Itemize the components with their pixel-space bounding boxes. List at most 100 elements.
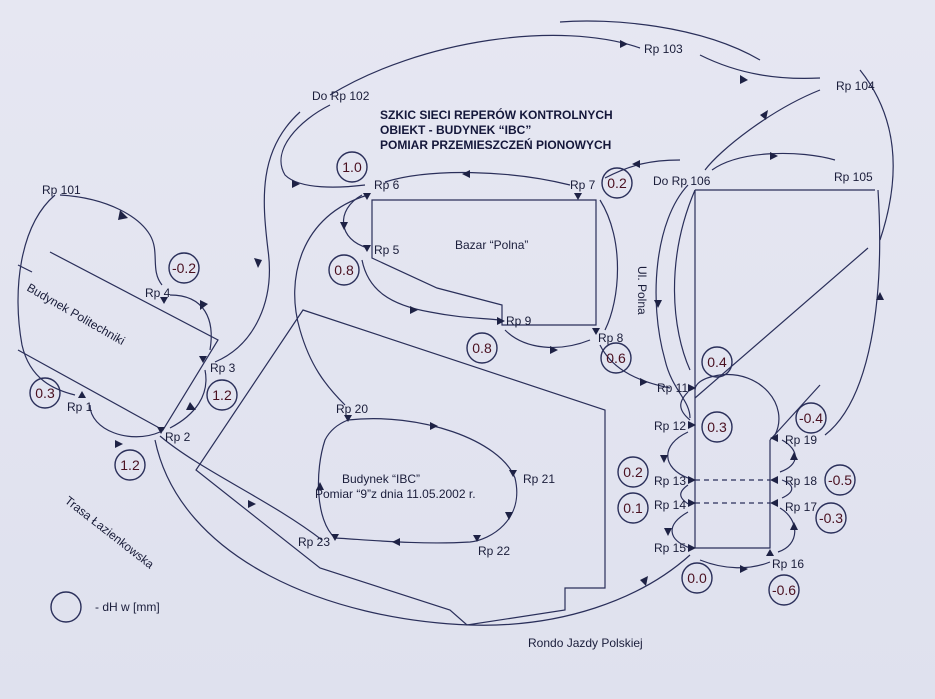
line-106-11 — [673, 189, 696, 371]
label-budynek-ibc: Budynek “IBC” — [342, 472, 420, 486]
marker-rp22 — [473, 535, 481, 542]
label-ul-polna: Ul. Polna — [635, 266, 649, 315]
dh-value-rp18: -0.5 — [828, 472, 852, 488]
marker-rp16 — [766, 549, 774, 556]
line-14-15 — [671, 511, 691, 549]
label-rp2: Rp 2 — [165, 430, 191, 444]
label-rp105: Rp 105 — [834, 170, 873, 184]
dh-circle-rp5 — [328, 254, 360, 286]
arrow-12-13 — [660, 455, 668, 463]
line-103-top — [559, 20, 761, 61]
arrow-rondo — [640, 576, 648, 586]
marker-rp13 — [688, 476, 696, 484]
label-rp11: Rp 11 — [657, 381, 688, 395]
label-rp1: Rp 1 — [67, 400, 93, 414]
arrow-106-7 — [632, 160, 640, 168]
marker-rp5 — [363, 245, 371, 252]
legend-circle — [50, 591, 82, 623]
line-106-12 — [655, 184, 691, 419]
title-line-1: SZKIC SIECI REPERÓW KONTROLNYCH — [380, 107, 613, 122]
arrow-2-23 — [248, 500, 256, 508]
marker-rp11 — [688, 384, 696, 392]
dh-value-rp2: 1.2 — [120, 457, 140, 473]
dh-circle-rp8 — [600, 342, 632, 374]
benchmark-markers — [78, 193, 778, 556]
line-12-13 — [667, 431, 689, 479]
arrow-18-19 — [790, 452, 798, 460]
line-16-17 — [777, 507, 796, 553]
label-rp21: Rp 21 — [523, 472, 555, 486]
line-102-6 — [280, 104, 366, 188]
displacement-markers: -0.2 1.2 0.3 1.2 1.0 0.8 0.8 0.2 0.6 0.4… — [29, 151, 856, 606]
arrow-4-3 — [200, 300, 208, 310]
arrow-21-loop — [505, 512, 513, 520]
arrow-8-11 — [640, 378, 648, 386]
arrow-22-loop — [392, 538, 400, 546]
dh-value-rp7: 0.2 — [607, 175, 627, 191]
line-101-4 — [59, 194, 163, 286]
title-line-3: POMIAR PRZEMIESZCZEŃ PIONOWYCH — [380, 137, 611, 152]
label-politechnika: Budynek Politechniki — [25, 280, 128, 347]
line-9-8 — [504, 329, 591, 349]
line-1-2 — [89, 404, 161, 438]
label-rp22: Rp 22 — [478, 544, 510, 558]
label-pomiar: Pomiar “9”z dnia 11.05.2002 r. — [315, 487, 476, 501]
dh-circle-rp17 — [815, 502, 847, 534]
label-rp12: Rp 12 — [654, 419, 686, 433]
buildings — [17, 189, 875, 626]
dh-value-rp13: 0.2 — [623, 464, 643, 480]
dh-circle-rp18 — [824, 464, 856, 496]
dh-circle-rp19 — [795, 402, 827, 434]
dh-value-rp6: 1.0 — [342, 159, 362, 175]
polna-street-left — [694, 190, 771, 549]
dh-value-rp5: 0.8 — [334, 262, 354, 278]
dh-circle-rp15 — [681, 562, 713, 594]
arrow-105 — [770, 152, 778, 160]
marker-rp2 — [157, 427, 165, 434]
line-17-18 — [781, 479, 793, 499]
line-106-7 — [604, 159, 681, 179]
dh-circle-rp13 — [617, 456, 649, 488]
line-7-8 — [599, 199, 619, 331]
label-do-rp102: Do Rp 102 — [312, 89, 370, 103]
line-4-3 — [169, 294, 212, 351]
marker-rp1 — [78, 391, 86, 398]
polna-diagonal-2 — [769, 384, 821, 441]
dh-circle-rp7 — [601, 167, 633, 199]
marker-rp23 — [331, 534, 339, 541]
dh-value-rp1: 0.3 — [35, 385, 55, 401]
dh-value-rp16: -0.6 — [772, 582, 796, 598]
arrow-20-loop — [430, 422, 438, 430]
dh-circle-rp2 — [114, 449, 146, 481]
marker-rp12 — [688, 421, 696, 429]
dh-circle-rp4 — [168, 252, 200, 284]
legend-text: - dH w [mm] — [95, 600, 160, 614]
label-rp20: Rp 20 — [336, 402, 368, 416]
line-15-16 — [699, 559, 771, 569]
line-2-23 — [159, 435, 323, 541]
line-6-20 — [294, 194, 369, 406]
arrowheads — [115, 40, 884, 586]
label-bazar-polna: Bazar “Polna” — [455, 238, 528, 252]
dh-value-rp4: -0.2 — [172, 260, 196, 276]
sketch-title: SZKIC SIECI REPERÓW KONTROLNYCH OBIEKT -… — [380, 107, 613, 152]
line-101-1 — [17, 194, 76, 396]
marker-rp18 — [770, 476, 778, 484]
label-rp7: Rp 7 — [570, 178, 596, 192]
arrow-1-2 — [115, 440, 123, 448]
marker-rp19 — [770, 434, 778, 442]
line-11-12 — [680, 391, 691, 421]
label-rp8: Rp 8 — [598, 331, 624, 345]
line-105-19 — [824, 189, 881, 436]
dh-value-rp17: -0.3 — [819, 510, 843, 526]
marker-rp20 — [344, 415, 352, 422]
marker-rp14 — [688, 499, 696, 507]
arrow-104 — [760, 110, 768, 120]
dh-value-rp8: 0.6 — [606, 350, 626, 366]
arrow-102-6 — [292, 180, 300, 188]
arrow-103 — [620, 40, 628, 48]
title-line-2: OBIEKT - BUDYNEK “IBC” — [380, 123, 531, 137]
marker-rp8 — [592, 328, 600, 335]
label-rp6: Rp 6 — [374, 178, 400, 192]
arrow-3-2 — [186, 402, 196, 410]
